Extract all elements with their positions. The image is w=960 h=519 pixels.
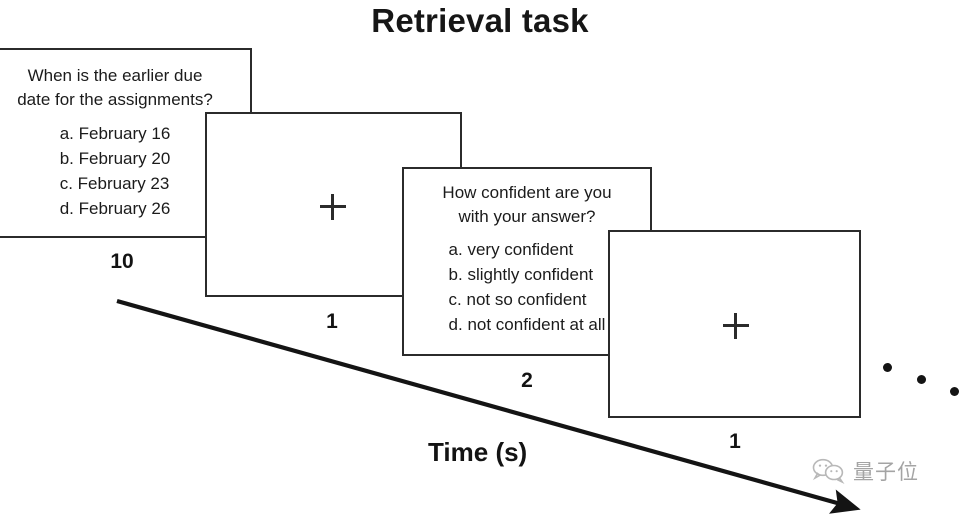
watermark-text: 量子位 [853, 460, 919, 484]
option-d[interactable]: d. February 26 [59, 199, 171, 219]
watermark: 量子位 [812, 456, 919, 486]
wechat-icon [812, 458, 845, 484]
option-c[interactable]: c. February 23 [59, 174, 170, 194]
ellipsis-dot-2 [917, 375, 926, 384]
question-prompt: When is the earlier due date for the ass… [17, 66, 213, 110]
option-a[interactable]: a. February 16 [59, 124, 171, 144]
ellipsis-dot-1 [883, 363, 892, 372]
duration-label-fixation-2: 1 [729, 430, 741, 453]
time-axis-label: Time (s) [428, 437, 528, 467]
confidence-option-c[interactable]: c. not so confident [448, 290, 587, 310]
confidence-options: a. very confident b. slightly confident … [414, 238, 640, 338]
option-b[interactable]: b. February 20 [59, 149, 171, 169]
duration-label-fixation-1: 1 [326, 310, 338, 333]
duration-label-confidence: 2 [521, 369, 533, 392]
confidence-option-d[interactable]: d. not confident at all [448, 315, 606, 335]
ellipsis-dot-3 [950, 387, 959, 396]
confidence-option-a[interactable]: a. very confident [448, 240, 574, 260]
plus-cross-icon [320, 194, 346, 220]
card-question-body: When is the earlier due date for the ass… [0, 50, 250, 222]
confidence-option-b[interactable]: b. slightly confident [448, 265, 594, 285]
confidence-prompt: How confident are you with your answer? [442, 183, 612, 227]
question-options: a. February 16 b. February 20 c. Februar… [0, 122, 240, 222]
duration-label-question: 10 [110, 250, 134, 273]
figure-title: Retrieval task [371, 2, 589, 39]
card-fixation-screen-2 [608, 230, 861, 418]
plus-cross-icon-2 [723, 313, 749, 339]
